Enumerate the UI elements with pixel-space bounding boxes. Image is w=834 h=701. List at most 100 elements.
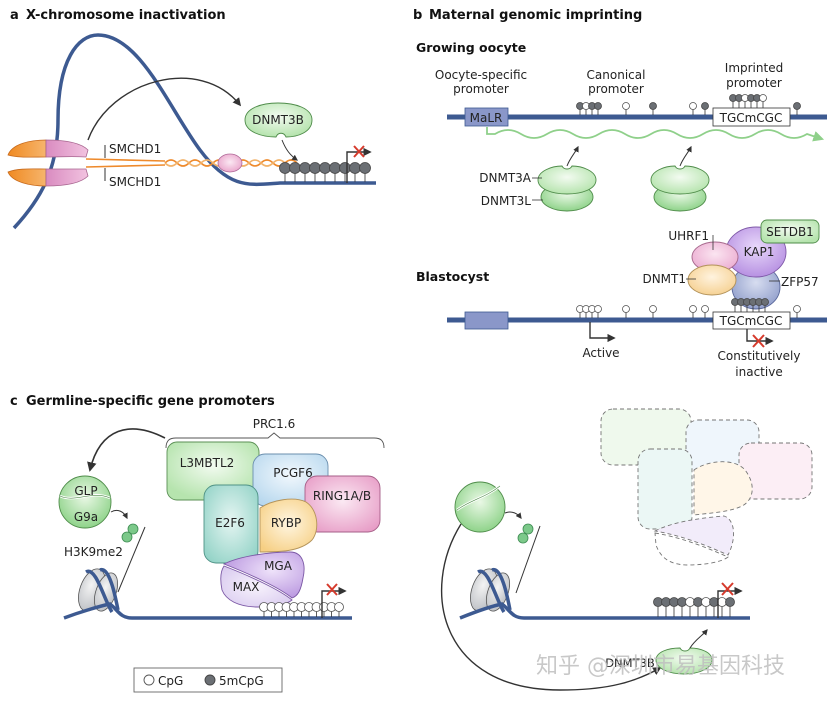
unmethylated-cpg xyxy=(649,305,657,313)
dnmt3b-label: DNMT3B xyxy=(252,113,304,127)
methylated-cpg xyxy=(309,162,321,174)
blastocyst-element-box xyxy=(464,311,509,330)
prc-to-g9a-arrow xyxy=(87,428,166,472)
zfp57-label: ZFP57 xyxy=(781,275,819,289)
methylated-cpg xyxy=(289,162,301,174)
mga-protein xyxy=(222,551,305,599)
glp-g9a-complex-right xyxy=(454,481,506,533)
unmethylated-cpg xyxy=(689,102,697,110)
imprinted-promoter-label-1: Imprinted xyxy=(725,61,783,75)
oocyte-cpgs xyxy=(576,94,801,115)
x-chromosome-dna xyxy=(12,33,376,230)
dnmt3a-label: DNMT3A xyxy=(479,171,532,185)
malr-box xyxy=(464,107,509,127)
unmethylated-cpg xyxy=(594,305,602,313)
faded-prc16-complex xyxy=(600,408,813,566)
oocyte-transcript xyxy=(486,127,825,142)
inactive-label: inactive xyxy=(735,365,782,379)
recruitment-arrow xyxy=(87,77,242,141)
unmethylated-cpg xyxy=(793,305,801,313)
glp-g9a-complex xyxy=(58,475,112,529)
unmethylated-cpg xyxy=(622,102,630,110)
panel-b: b Maternal genomic imprinting Growing oo… xyxy=(413,8,827,379)
panel-a: a X-chromosome inactivation SMCHD1 SMCHD… xyxy=(7,8,376,230)
oocyte-promoter-label-2: promoter xyxy=(453,82,509,96)
imprinted-motif-box-oocyte xyxy=(712,107,791,127)
unmethylated-cpg xyxy=(334,602,344,612)
methylated-cpg xyxy=(725,597,735,607)
repressed-x-icon xyxy=(353,145,365,158)
unmethylated-cpg xyxy=(689,305,697,313)
methylated-cpg xyxy=(279,162,291,174)
methylated-cpg xyxy=(761,298,769,306)
legend-5mcpg-label: 5mCpG xyxy=(219,674,264,688)
methylated-cpg xyxy=(319,162,331,174)
kap1-complex xyxy=(687,219,820,310)
unmethylated-cpg xyxy=(701,305,709,313)
panel-b-letter: b xyxy=(413,8,422,23)
smchd1-label-bottom: SMCHD1 xyxy=(109,175,161,189)
prc16-bracket xyxy=(165,432,385,449)
methyl-mark-icon xyxy=(121,531,133,543)
panel-a-letter: a xyxy=(10,8,19,23)
methylated-cpg xyxy=(649,102,657,110)
dnmt3b-protein-right xyxy=(655,647,713,675)
legend-cpg-label: CpG xyxy=(158,674,183,688)
unmethylated-cpg xyxy=(759,94,767,102)
repressed-x-icon xyxy=(752,334,765,348)
methylated-cpg xyxy=(339,162,351,174)
dnmt1-protein xyxy=(687,264,737,296)
malr-label: MaLR xyxy=(470,111,503,125)
canonical-promoter-label-1: Canonical xyxy=(587,68,646,82)
max-label: MAX xyxy=(233,580,260,594)
methylated-cpg xyxy=(329,162,341,174)
tss-arrow xyxy=(346,147,372,183)
tss-arrow xyxy=(321,586,347,618)
rybp-protein xyxy=(259,498,318,553)
blastocyst-heading: Blastocyst xyxy=(416,269,489,284)
pcgf6-label: PCGF6 xyxy=(273,466,312,480)
h3k9me2-label: H3K9me2 xyxy=(64,545,123,559)
smchd1-dimer-bottom xyxy=(7,168,89,187)
ring1ab-label: RING1A/B xyxy=(313,489,371,503)
dnmt3l-label: DNMT3L xyxy=(481,194,532,208)
setdb1-protein xyxy=(760,219,820,244)
smchd1-dimer-top xyxy=(7,139,89,158)
active-label: Active xyxy=(582,346,619,360)
imprinted-motif-box-blastocyst xyxy=(712,311,791,330)
repressed-x-icon xyxy=(721,582,734,596)
panel-c: c Germline-specific gene promoters PRC1.… xyxy=(10,394,813,693)
glp-label: GLP xyxy=(74,484,97,498)
legend-5mcpg-icon xyxy=(204,674,216,686)
panel-a-methyl-cpgs xyxy=(279,162,371,182)
methylated-cpg xyxy=(359,162,371,174)
oocyte-promoter-label-1: Oocyte-specific xyxy=(435,68,527,82)
legend: CpG 5mCpG xyxy=(133,667,283,693)
motif-label-blastocyst: TGCmCGC xyxy=(719,314,783,328)
nucleosome-icon xyxy=(78,568,120,613)
imprinted-promoter-label-2: promoter xyxy=(726,76,782,90)
panel-c-dna xyxy=(63,602,352,620)
repressed-x-icon xyxy=(326,583,338,596)
dnmt3a-dnmt3l-complex-1 xyxy=(537,145,597,212)
panel-c-title: Germline-specific gene promoters xyxy=(26,394,275,409)
active-tss-arrow xyxy=(589,322,616,343)
panel-c-right-cpgs xyxy=(653,597,735,617)
constitutively-label: Constitutively xyxy=(718,349,801,363)
cohesin-ring xyxy=(217,153,243,173)
tss-arrow xyxy=(717,586,743,618)
unmethylated-cpg xyxy=(622,305,630,313)
methylated-cpg xyxy=(793,102,801,110)
panel-c-cpgs xyxy=(259,602,344,617)
dnmt3b-protein xyxy=(244,102,313,138)
smchd1-label-top: SMCHD1 xyxy=(109,142,161,156)
blastocyst-cpgs xyxy=(576,298,801,318)
legend-cpg-icon xyxy=(143,674,155,686)
g9a-label: G9a xyxy=(74,510,98,524)
methyl-mark-icon xyxy=(517,532,529,544)
dnmt3b-label-right: DNMT3B xyxy=(605,656,655,670)
l3mbtl2-label: L3MBTL2 xyxy=(180,456,235,470)
growing-oocyte-heading: Growing oocyte xyxy=(416,40,526,55)
g9a-to-dnmt3b-arrow xyxy=(441,523,662,691)
